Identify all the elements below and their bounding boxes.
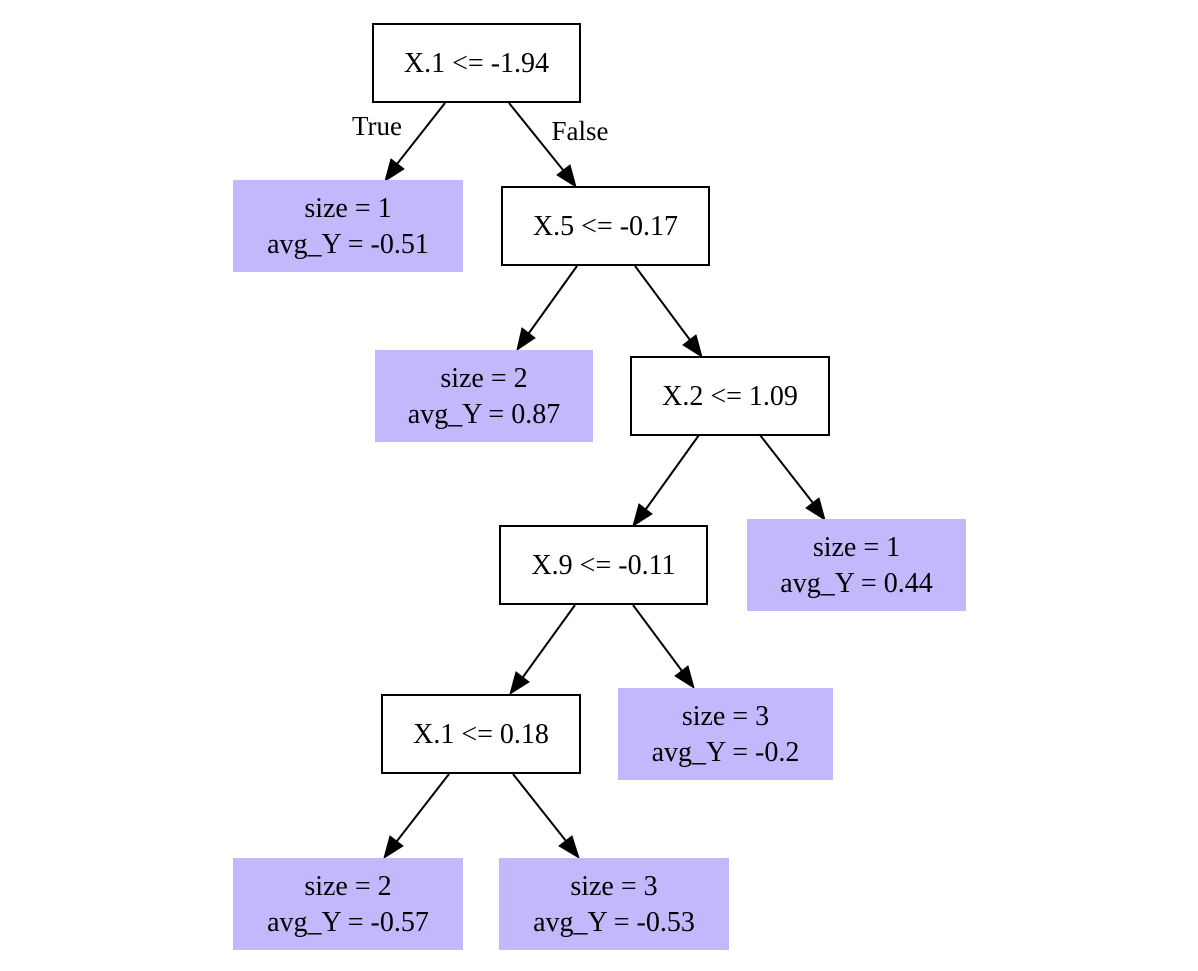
leaf-node: size = 1 avg_Y = 0.44 — [747, 519, 966, 611]
leaf-box — [747, 519, 966, 611]
leaf-box — [233, 858, 463, 950]
split-label: X.9 <= -0.11 — [531, 550, 675, 581]
edge-n0-l1 — [384, 102, 446, 183]
edge-n2-n4 — [634, 265, 703, 359]
edge-n7-l10 — [512, 773, 580, 860]
leaf-size: size = 1 — [304, 193, 391, 224]
leaf-size: size = 2 — [440, 363, 527, 394]
split-node-x2: X.2 <= 1.09 — [630, 356, 830, 436]
leaf-avg: avg_Y = 0.44 — [780, 568, 932, 599]
leaf-avg: avg_Y = 0.87 — [408, 399, 560, 430]
split-label: X.5 <= -0.17 — [533, 211, 678, 242]
leaf-node: size = 3 avg_Y = -0.53 — [499, 858, 729, 950]
leaf-node: size = 1 avg_Y = -0.51 — [233, 180, 463, 272]
leaf-size: size = 1 — [813, 532, 900, 563]
edge-n4-n5 — [632, 434, 700, 528]
split-node-x5: X.5 <= -0.17 — [501, 186, 710, 266]
leaf-size: size = 3 — [570, 871, 657, 902]
leaf-size: size = 3 — [682, 701, 769, 732]
edge-n7-l9 — [383, 773, 450, 860]
leaf-box — [499, 858, 729, 950]
leaf-avg: avg_Y = -0.57 — [267, 907, 429, 938]
edge-n5-l8 — [632, 604, 695, 690]
edge-n5-n7 — [509, 604, 576, 696]
leaf-node: size = 2 avg_Y = -0.57 — [233, 858, 463, 950]
leaf-node: size = 3 avg_Y = -0.2 — [618, 688, 833, 780]
split-node-x9: X.9 <= -0.11 — [499, 525, 708, 605]
edge-n2-l3 — [516, 265, 578, 352]
split-node-x1-lower: X.1 <= 0.18 — [381, 694, 581, 774]
leaf-size: size = 2 — [304, 871, 391, 902]
split-node-x1-root: X.1 <= -1.94 — [372, 23, 581, 103]
edge-n0-n2 — [508, 102, 577, 189]
leaf-avg: avg_Y = -0.2 — [652, 737, 800, 768]
leaf-avg: avg_Y = -0.53 — [533, 907, 695, 938]
split-label: X.1 <= 0.18 — [413, 719, 549, 750]
split-label: X.2 <= 1.09 — [662, 381, 798, 412]
leaf-box — [233, 180, 463, 272]
edge-n4-l6 — [759, 434, 826, 522]
edge-label-false: False — [552, 116, 609, 146]
leaf-box — [618, 688, 833, 780]
split-label: X.1 <= -1.94 — [404, 48, 549, 79]
edges — [383, 102, 826, 860]
leaf-node: size = 2 avg_Y = 0.87 — [375, 350, 593, 442]
leaf-avg: avg_Y = -0.51 — [267, 229, 429, 260]
leaf-box — [375, 350, 593, 442]
edge-label-true: True — [352, 111, 402, 141]
